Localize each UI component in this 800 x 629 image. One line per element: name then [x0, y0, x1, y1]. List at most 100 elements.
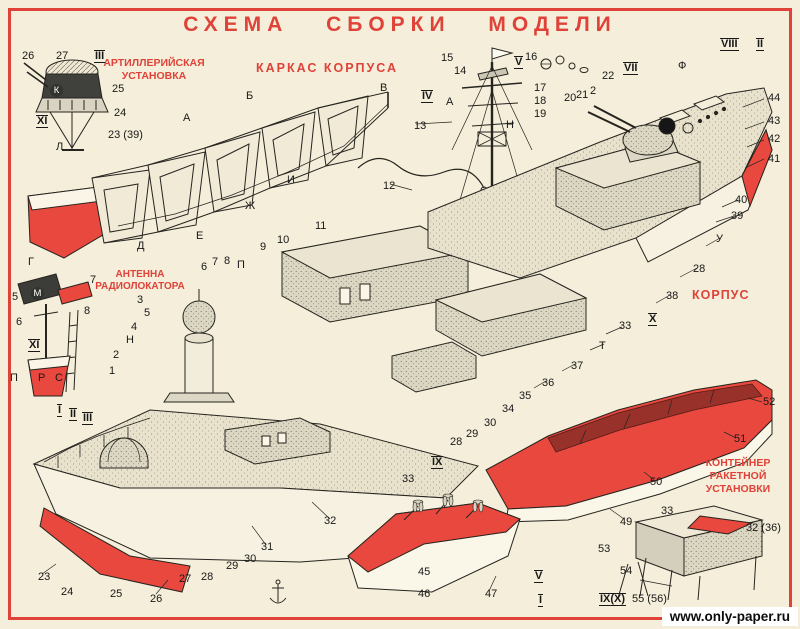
- callout-40: 40: [735, 194, 748, 206]
- callout-VII: VII: [623, 62, 639, 75]
- callout-Ф: Ф: [678, 60, 687, 72]
- callout-47: 47: [485, 588, 498, 600]
- callout-Л: Л: [56, 141, 64, 153]
- callout-28: 28: [450, 436, 463, 448]
- callout-К: К: [50, 84, 63, 97]
- callout-55 (56): 55 (56): [632, 593, 667, 605]
- callout-15: 15: [441, 52, 454, 64]
- callout-С: С: [55, 372, 63, 384]
- artillery-section-label: АРТИЛЛЕРИЙСКАЯ УСТАНОВКА: [100, 57, 208, 83]
- callout-7: 7: [212, 256, 219, 268]
- callout-37: 37: [571, 360, 584, 372]
- callout-2: 2: [113, 349, 120, 361]
- callout-25: 25: [112, 83, 125, 95]
- callout-24: 24: [114, 107, 127, 119]
- callout-41: 41: [768, 153, 781, 165]
- callout-П: П: [237, 259, 245, 271]
- callout-И: И: [287, 174, 295, 186]
- callout-13: 13: [414, 120, 427, 132]
- callout-16: 16: [525, 51, 538, 63]
- callout-3: 3: [137, 294, 144, 306]
- callout-43: 43: [768, 115, 781, 127]
- callout-Д: Д: [137, 240, 145, 252]
- callout-51: 51: [734, 433, 747, 445]
- callout-10: 10: [277, 234, 290, 246]
- callout-30: 30: [484, 417, 497, 429]
- propeller-icon: [465, 499, 484, 519]
- callout-33: 33: [661, 505, 674, 517]
- callout-II: II: [69, 408, 78, 421]
- callout-29: 29: [226, 560, 239, 572]
- callout-22: 22: [602, 70, 615, 82]
- callout-4: 4: [131, 321, 138, 333]
- callout-44: 44: [768, 92, 781, 104]
- callout-38: 38: [666, 290, 679, 302]
- callout-11: 11: [315, 220, 327, 232]
- callout-VIII: VIII: [720, 38, 739, 51]
- callout-В: В: [380, 82, 388, 94]
- artillery-label-line1: АРТИЛЛЕРИЙСКАЯ: [103, 57, 205, 69]
- antenna-section-label: АНТЕННА РАДИОЛОКАТОРА: [82, 269, 198, 293]
- callout-9: 9: [260, 241, 267, 253]
- callout-Ж: Ж: [245, 200, 256, 212]
- callout-Н: Н: [506, 119, 514, 131]
- callout-31: 31: [261, 541, 274, 553]
- callout-М: М: [31, 287, 44, 300]
- callout-39: 39: [731, 210, 744, 222]
- callout-28: 28: [201, 571, 214, 583]
- callout-23 (39): 23 (39): [108, 129, 143, 141]
- callout-34: 34: [502, 403, 515, 415]
- callout-Р: Р: [38, 372, 46, 384]
- callout-35: 35: [519, 390, 532, 402]
- callout-IV: IV: [421, 90, 434, 103]
- callout-45: 45: [418, 566, 431, 578]
- callout-20: 20: [564, 92, 577, 104]
- callout-Е: Е: [196, 230, 204, 242]
- callout-V: V: [514, 56, 524, 69]
- callout-54: 54: [620, 565, 633, 577]
- callout-30: 30: [244, 553, 257, 565]
- callout-33: 33: [402, 473, 415, 485]
- callout-III: III: [94, 50, 106, 63]
- callout-23: 23: [38, 571, 51, 583]
- callout-П: П: [10, 372, 18, 384]
- callout-52: 52: [763, 396, 776, 408]
- callout-IX(X): IX(X): [599, 593, 627, 606]
- watermark-url: www.only-paper.ru: [661, 607, 798, 626]
- callout-I: I: [538, 594, 544, 607]
- artillery-label-line2: УСТАНОВКА: [121, 70, 187, 82]
- callout-А: А: [446, 96, 454, 108]
- callout-19: 19: [534, 108, 547, 120]
- callout-33: 33: [619, 320, 632, 332]
- callout-II: II: [756, 38, 765, 51]
- anchor-icon: [269, 579, 287, 604]
- deckhouse-pieces-drawing: [280, 225, 588, 393]
- callout-26: 26: [150, 593, 163, 605]
- callout-32 (36): 32 (36): [746, 522, 781, 534]
- callout-50: 50: [650, 476, 663, 488]
- hull-frame-section-label: КАРКАС КОРПУСА: [256, 61, 399, 75]
- callout-25: 25: [110, 588, 123, 600]
- callout-Б: Б: [246, 90, 254, 102]
- callout-6: 6: [16, 316, 23, 328]
- hull-frame-drawing: [27, 91, 389, 259]
- propeller-icon: [435, 493, 454, 515]
- callout-XI: XI: [28, 339, 41, 352]
- container-label-line3: УСТАНОВКИ: [705, 483, 771, 495]
- container-label-line1: КОНТЕЙНЕР: [705, 457, 771, 469]
- callout-III: III: [82, 412, 94, 425]
- callout-26: 26: [22, 50, 35, 62]
- red-hull-drawing: [485, 379, 773, 523]
- page-title: СХЕМА СБОРКИ МОДЕЛИ: [183, 13, 617, 36]
- callout-53: 53: [598, 543, 611, 555]
- stern-piece-drawing: [269, 493, 521, 604]
- antenna-label-line1: АНТЕННА: [115, 269, 165, 280]
- callout-36: 36: [542, 377, 555, 389]
- callout-14: 14: [454, 65, 467, 77]
- hull-section-label: КОРПУС: [692, 288, 750, 302]
- antenna-label-line2: РАДИОЛОКАТОРА: [95, 281, 185, 292]
- forward-hull-drawing: [32, 289, 479, 593]
